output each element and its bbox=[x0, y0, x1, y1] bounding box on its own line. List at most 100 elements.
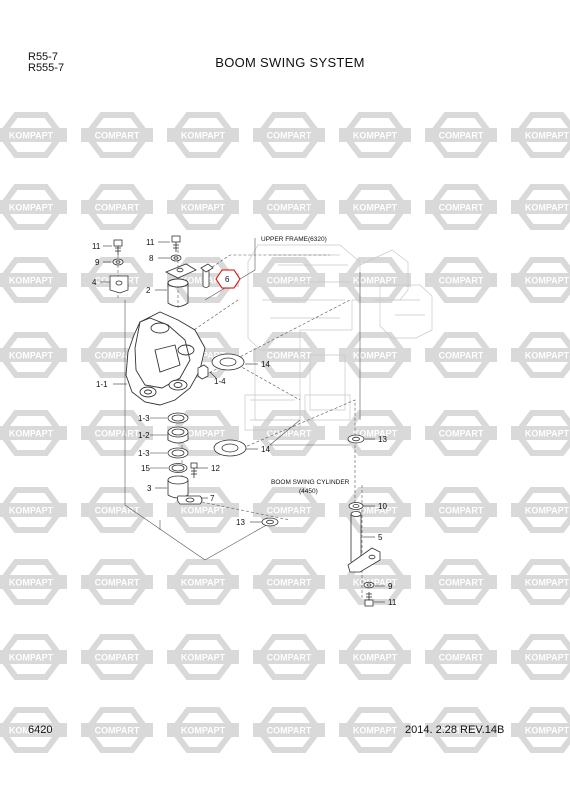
watermark-text: KOMPAPT bbox=[181, 203, 226, 213]
washer-9-bottom bbox=[363, 581, 375, 589]
watermark-text: COMPART bbox=[267, 653, 312, 663]
watermark-text: COMPART bbox=[439, 429, 484, 439]
highlight-callout-6 bbox=[215, 269, 241, 289]
watermark-hexagon bbox=[513, 487, 570, 533]
watermark-text: COMPART bbox=[95, 131, 140, 141]
watermark-band bbox=[425, 650, 497, 664]
watermark-hexagon bbox=[513, 184, 570, 230]
callout-12: 12 bbox=[211, 464, 220, 473]
bolt-11-top-left bbox=[113, 239, 123, 255]
watermark-band bbox=[425, 503, 497, 517]
callout-1-3: 1-3 bbox=[138, 449, 150, 458]
watermark-band bbox=[81, 426, 153, 440]
page-title: BOOM SWING SYSTEM bbox=[215, 55, 365, 70]
watermark-text: COMPART bbox=[267, 351, 312, 361]
watermark-band bbox=[511, 426, 570, 440]
watermark-text: KOMPAPT bbox=[353, 578, 398, 588]
watermark-text: COMPART bbox=[267, 578, 312, 588]
upper-frame-outline bbox=[244, 244, 433, 431]
watermark-text: COMPART bbox=[267, 429, 312, 439]
callout-7: 7 bbox=[210, 494, 215, 503]
watermark-band bbox=[339, 650, 411, 664]
watermark-band bbox=[0, 426, 67, 440]
callout-11: 11 bbox=[92, 242, 101, 251]
grease-fitting-1-4 bbox=[197, 364, 209, 380]
watermark-band bbox=[339, 723, 411, 737]
plate-4 bbox=[109, 275, 129, 294]
callout-13: 13 bbox=[236, 518, 245, 527]
watermark-text: KOMPAPT bbox=[525, 203, 570, 213]
revision-date: 2014. 2.28 REV.14B bbox=[405, 724, 505, 736]
watermark-text: KOMPAPT bbox=[181, 429, 226, 439]
watermark-band bbox=[253, 200, 325, 214]
watermark-text: COMPART bbox=[267, 276, 312, 286]
watermark-band bbox=[425, 200, 497, 214]
watermark-text: COMPART bbox=[439, 506, 484, 516]
callout-4: 4 bbox=[92, 278, 97, 287]
callout-1-4: 1-4 bbox=[214, 377, 226, 386]
callout-11: 11 bbox=[146, 238, 155, 247]
watermark-text: KOMPAPT bbox=[181, 506, 226, 516]
watermark-band bbox=[167, 503, 239, 517]
watermark-band bbox=[511, 273, 570, 287]
watermark-band bbox=[81, 650, 153, 664]
watermark-text: KOMPAPT bbox=[9, 506, 54, 516]
watermark-band bbox=[511, 723, 570, 737]
watermark-text: KOMPAPT bbox=[181, 131, 226, 141]
washer-8 bbox=[170, 254, 182, 262]
watermark-band bbox=[339, 273, 411, 287]
watermark-band bbox=[167, 200, 239, 214]
page-number: 6420 bbox=[28, 724, 53, 736]
watermark-band bbox=[511, 128, 570, 142]
watermark-text: KOMPAPT bbox=[525, 276, 570, 286]
callout-1-2: 1-2 bbox=[138, 431, 150, 440]
cylinder-label: BOOM SWING CYLINDER bbox=[271, 479, 350, 486]
watermark-band bbox=[0, 575, 67, 589]
watermark-text: COMPART bbox=[95, 726, 140, 736]
watermark-band bbox=[0, 348, 67, 362]
watermark-text: KOMPAPT bbox=[9, 351, 54, 361]
collar-10 bbox=[348, 502, 364, 510]
watermark-band bbox=[511, 575, 570, 589]
watermark-hexagon bbox=[513, 634, 570, 680]
watermark-band bbox=[167, 723, 239, 737]
watermark-band bbox=[339, 348, 411, 362]
watermark-text: COMPART bbox=[439, 203, 484, 213]
callout-14: 14 bbox=[261, 445, 270, 454]
watermark-text: COMPART bbox=[439, 131, 484, 141]
grease-fitting-12 bbox=[190, 462, 198, 478]
watermark-band bbox=[511, 348, 570, 362]
watermark-band bbox=[81, 200, 153, 214]
callout-11: 11 bbox=[388, 598, 397, 607]
watermark-band bbox=[81, 503, 153, 517]
watermark-hexagon bbox=[513, 559, 570, 605]
bushing-1-2 bbox=[167, 426, 189, 444]
watermark-band bbox=[425, 426, 497, 440]
watermark-text: COMPART bbox=[439, 276, 484, 286]
callout-9: 9 bbox=[95, 258, 100, 267]
washer-9-top bbox=[112, 258, 124, 266]
watermark-text: COMPART bbox=[439, 578, 484, 588]
o-ring-15 bbox=[168, 463, 188, 473]
watermark-text: KOMPAPT bbox=[181, 726, 226, 736]
watermark-band bbox=[339, 128, 411, 142]
watermark-text: COMPART bbox=[267, 131, 312, 141]
watermark-band bbox=[511, 200, 570, 214]
watermark-band bbox=[0, 723, 67, 737]
assembly-lines bbox=[117, 238, 363, 600]
bolt-11-bottom bbox=[364, 592, 374, 607]
watermark-band bbox=[425, 273, 497, 287]
callout-14: 14 bbox=[261, 360, 270, 369]
watermark-band bbox=[425, 348, 497, 362]
pin-2 bbox=[165, 263, 197, 307]
watermark-band bbox=[81, 723, 153, 737]
watermark-text: KOMPAPT bbox=[525, 578, 570, 588]
model-number-1: R55-7 bbox=[28, 51, 58, 63]
upper-frame-label: UPPER FRAME(6320) bbox=[261, 236, 327, 243]
watermark-text: KOMPAPT bbox=[353, 726, 398, 736]
watermark-band bbox=[425, 723, 497, 737]
watermark-text: KOMPAPT bbox=[353, 276, 398, 286]
watermark-band bbox=[0, 650, 67, 664]
stopper-7 bbox=[176, 495, 203, 505]
